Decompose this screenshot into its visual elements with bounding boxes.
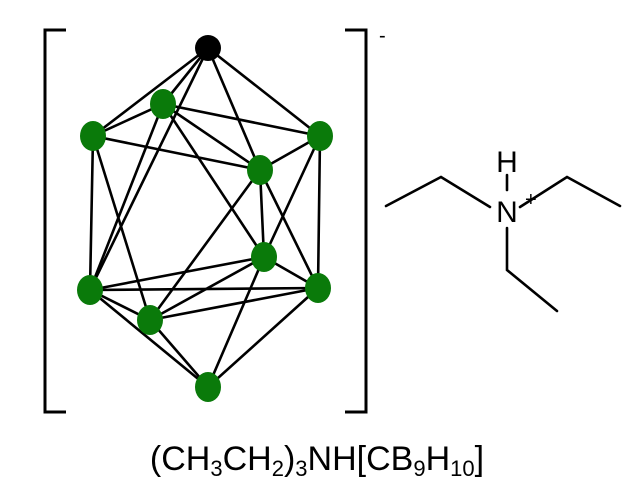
ammonium-h-label: H xyxy=(496,146,518,179)
formula-subscript: 9 xyxy=(413,456,426,481)
cage-bond xyxy=(316,134,322,290)
cage-bond xyxy=(161,102,322,138)
cage-bond xyxy=(88,102,165,292)
carbon-atom xyxy=(195,35,221,61)
cage-bond xyxy=(258,168,320,290)
cage-bond xyxy=(161,102,262,172)
cage-bond xyxy=(88,286,320,292)
cage-bond xyxy=(88,255,266,292)
cage-atoms xyxy=(77,35,333,402)
formula-part: NH[CB xyxy=(307,440,414,478)
boron-atom xyxy=(247,155,273,185)
anion-bracket-left xyxy=(43,28,66,414)
cage-bond xyxy=(206,286,320,389)
anion-bracket-right xyxy=(345,28,368,414)
formula-subscript: 3 xyxy=(210,456,223,481)
boron-atom xyxy=(305,273,331,303)
formula-part: CH xyxy=(222,440,272,478)
chemical-formula: (CH3CH2)3NH[CB9H10] xyxy=(0,440,634,481)
formula-part: (CH xyxy=(149,440,211,478)
cage-bond xyxy=(262,134,322,259)
triethylammonium-bonds xyxy=(384,173,622,313)
boron-atom xyxy=(137,305,163,335)
ammonium-charge-label: + xyxy=(525,189,537,211)
cage-bonds xyxy=(88,46,322,389)
ethyl-group-left xyxy=(384,175,492,209)
formula-part: H xyxy=(425,440,451,478)
formula-part: ) xyxy=(283,440,296,478)
ethyl-group-right xyxy=(518,175,622,209)
cage-bond xyxy=(148,286,320,322)
ammonium-n-label: N xyxy=(496,196,518,229)
formula-subscript: 10 xyxy=(450,456,475,481)
cage-bond xyxy=(161,102,266,259)
cage-bond xyxy=(88,46,210,292)
cage-bond xyxy=(91,46,210,138)
ethyl-group-bottom xyxy=(505,226,559,313)
formula-subscript: 3 xyxy=(295,456,308,481)
cage-bond xyxy=(88,134,95,292)
cage-bond xyxy=(91,134,262,172)
anion-charge-label: - xyxy=(379,25,386,47)
boron-atom xyxy=(307,121,333,151)
cage-bond xyxy=(206,46,262,172)
boron-atom xyxy=(150,89,176,119)
cage-bond xyxy=(206,255,266,389)
cage-bond xyxy=(206,46,322,138)
cage-bond xyxy=(148,168,262,322)
boron-atom xyxy=(251,242,277,272)
cage-bond xyxy=(148,318,210,389)
boron-atom xyxy=(195,372,221,402)
boron-atom xyxy=(80,121,106,151)
formula-part: ] xyxy=(474,440,485,478)
boron-atom xyxy=(77,275,103,305)
cage-bond xyxy=(88,288,210,389)
formula-subscript: 2 xyxy=(271,456,284,481)
